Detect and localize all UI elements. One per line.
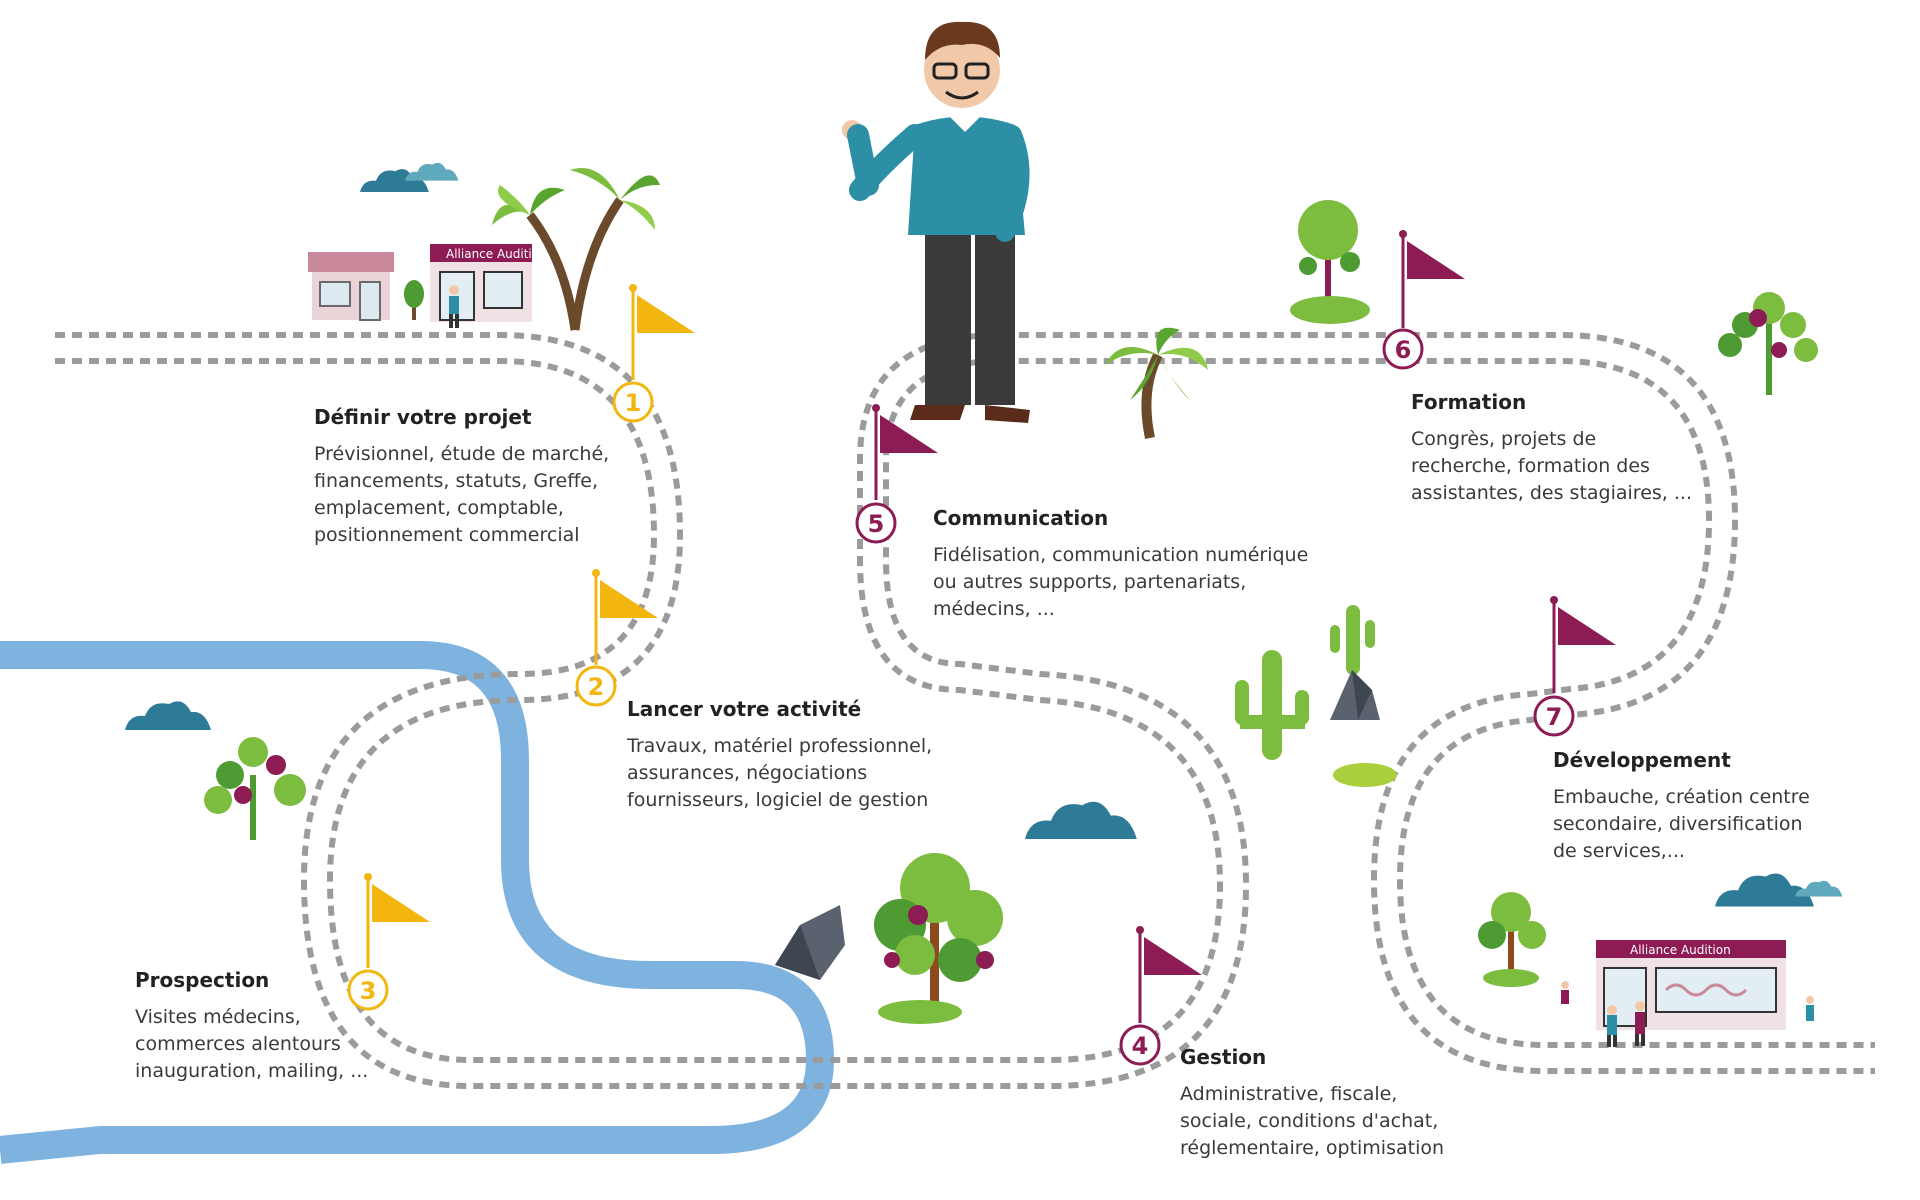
step-title: Développement <box>1553 748 1731 772</box>
flag-icon <box>364 873 430 968</box>
step-description: Congrès, projets de recherche, formation… <box>1411 428 1692 504</box>
flag-icon <box>872 404 938 500</box>
step-title: Lancer votre activité <box>627 697 862 721</box>
step-5-block: Communication Fidélisation, communicatio… <box>933 506 1308 623</box>
person-icon <box>1561 981 1814 1047</box>
flag-icon <box>1399 230 1465 328</box>
step-number: 7 <box>1546 703 1563 731</box>
cactus-icon <box>1235 605 1375 760</box>
flag-icon <box>629 284 695 380</box>
step-3-block: Prospection Visites médecins, commerces … <box>135 968 368 1085</box>
road <box>55 332 1875 1089</box>
shop-sign-large: Alliance Audition <box>1630 943 1731 957</box>
flag-icon <box>1550 596 1616 693</box>
flag-icon <box>592 569 658 665</box>
tree-icon <box>1478 892 1546 987</box>
palm-tree-icon <box>1105 327 1208 440</box>
step-number: 3 <box>360 977 377 1005</box>
flag-icon <box>1136 926 1202 1023</box>
step-title: Communication <box>933 506 1109 530</box>
small-house-icon <box>308 252 394 321</box>
step-1-block: Définir votre projet Prévisionnel, étude… <box>314 405 609 549</box>
milestone-7: 7 <box>1533 596 1616 737</box>
tree-icon <box>1718 292 1818 395</box>
step-description: Fidélisation, communication numérique ou… <box>933 544 1309 620</box>
milestone-6: 6 <box>1382 230 1465 370</box>
shop-storefront-large: Alliance Audition <box>1596 940 1786 1030</box>
milestone-5: 5 <box>855 404 938 544</box>
step-4-block: Gestion Administrative, fiscale, sociale… <box>1180 1045 1444 1162</box>
step-number-circle <box>347 969 389 1011</box>
step-title: Gestion <box>1180 1045 1267 1069</box>
milestone-3: 3 <box>347 873 430 1011</box>
river <box>0 641 834 1164</box>
step-number-circle <box>855 502 897 544</box>
milestone-1: 1 <box>612 284 695 423</box>
milestone-4: 4 <box>1119 926 1202 1066</box>
small-tree-icon <box>404 280 424 320</box>
step-number-circle <box>1533 695 1575 737</box>
step-description: Prévisionnel, étude de marché, financeme… <box>314 443 610 546</box>
step-7-block: Développement Embauche, création centre … <box>1553 748 1810 865</box>
step-number: 6 <box>1395 336 1412 364</box>
step-number: 4 <box>1132 1032 1149 1060</box>
step-title: Prospection <box>135 968 270 992</box>
tree-icon <box>1290 200 1370 324</box>
step-number-circle <box>1119 1024 1161 1066</box>
step-number: 1 <box>625 389 642 417</box>
step-description: Administrative, fiscale, sociale, condit… <box>1180 1083 1445 1159</box>
rock-icon <box>1330 670 1397 787</box>
step-2-block: Lancer votre activité Travaux, matériel … <box>627 697 932 814</box>
step-number-circle <box>1382 328 1424 370</box>
step-6-block: Formation Congrès, projets de recherche,… <box>1411 390 1692 507</box>
palm-tree-icon <box>492 168 660 331</box>
step-number: 2 <box>588 673 605 701</box>
tree-icon <box>874 853 1003 1024</box>
step-number-circle <box>612 381 654 423</box>
step-number-circle <box>575 665 617 707</box>
rock-icon <box>775 905 845 980</box>
tree-icon <box>204 737 306 840</box>
man-character <box>842 21 1030 423</box>
step-title: Définir votre projet <box>314 405 532 429</box>
shop-sign-small: Alliance Audition <box>446 247 547 261</box>
step-description: Visites médecins, commerces alentours in… <box>135 1006 369 1082</box>
step-description: Travaux, matériel professionnel, assuran… <box>627 735 933 811</box>
step-title: Formation <box>1411 390 1527 414</box>
step-description: Embauche, création centre secondaire, di… <box>1553 786 1810 862</box>
person-small-icon <box>449 285 459 328</box>
step-number: 5 <box>868 510 885 538</box>
shop-storefront-small: Alliance Audition <box>430 244 547 322</box>
milestone-2: 2 <box>575 569 658 707</box>
